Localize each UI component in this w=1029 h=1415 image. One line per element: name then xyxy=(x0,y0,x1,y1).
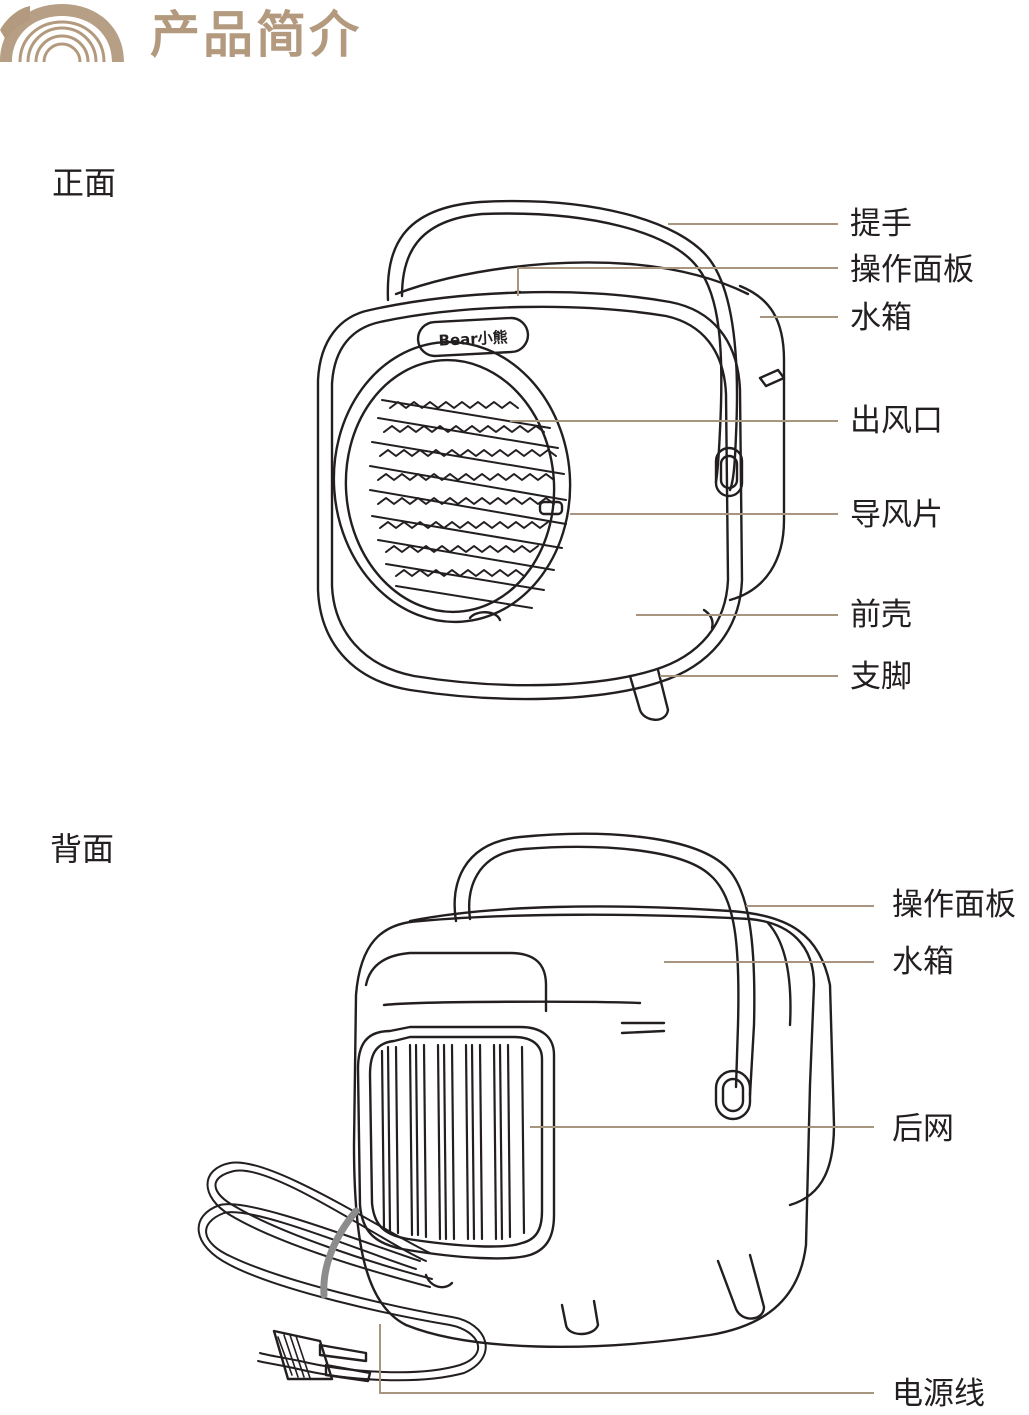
foot-shape xyxy=(560,1299,600,1336)
back-view-illustration xyxy=(197,832,836,1383)
callout-air-outlet: 出风口 xyxy=(850,403,943,439)
front-view-title: 正面 xyxy=(52,164,117,202)
callout-rear-grille: 后网 xyxy=(892,1111,954,1147)
callout-louver: 导风片 xyxy=(850,497,943,533)
page-title: 产品简介 xyxy=(150,6,362,64)
brand-arc-logo xyxy=(0,4,124,63)
callout-control-panel-back: 操作面板 xyxy=(892,887,1016,923)
front-shell-shape xyxy=(316,290,744,701)
louvers-shape xyxy=(369,399,567,609)
callout-foot: 支脚 xyxy=(850,659,912,695)
water-tank-shape xyxy=(728,284,786,602)
callout-front-shell: 前壳 xyxy=(850,597,912,633)
callout-control-panel: 操作面板 xyxy=(850,252,974,288)
water-tank-shape xyxy=(408,905,836,1207)
back-leader-lines xyxy=(379,905,874,1394)
air-outlet-shape xyxy=(332,340,572,624)
brand-logo-text: Bear小熊 xyxy=(438,328,508,350)
callout-water-tank: 水箱 xyxy=(850,300,912,336)
back-view-title: 背面 xyxy=(50,830,115,868)
front-view-illustration: Bear小熊 xyxy=(316,199,786,721)
foot-shape xyxy=(628,668,670,721)
handle-shape xyxy=(386,199,739,492)
front-leader-lines xyxy=(510,223,838,677)
back-grille-shape xyxy=(356,1025,556,1260)
handle-shape xyxy=(453,832,756,1097)
callout-handle: 提手 xyxy=(850,206,912,242)
callout-power-cord: 电源线 xyxy=(892,1376,985,1412)
callout-water-tank-back: 水箱 xyxy=(892,944,954,980)
power-cord-shape xyxy=(197,1161,487,1382)
